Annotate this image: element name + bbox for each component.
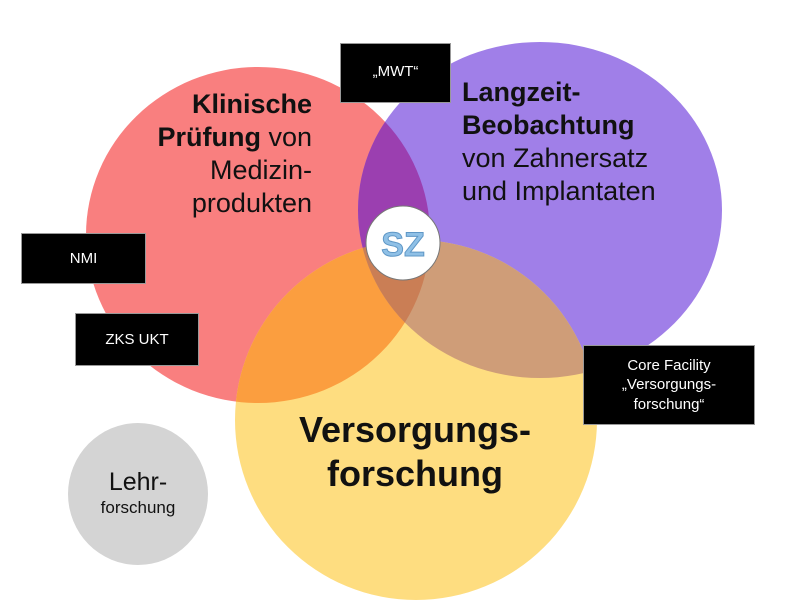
label-klinische-pruefung: Klinische Prüfung von Medizin- produkten: [157, 89, 312, 218]
overlap-red-yellow: [235, 240, 430, 403]
box-mwt: „MWT“: [340, 43, 451, 103]
label-lehrforschung: Lehr- forschung: [100, 468, 176, 517]
label-versorgungsforschung: Versorgungs- forschung: [298, 409, 532, 494]
label-langzeit-beobachtung: Langzeit- Beobachtung von Zahnersatz und…: [462, 77, 656, 206]
box-zks-ukt: ZKS UKT: [75, 313, 199, 366]
overlap-purple-yellow: [358, 240, 597, 378]
circle-lehrforschung: [68, 423, 208, 565]
box-core-facility: Core Facility „Versorgungs- forschung“: [583, 345, 755, 425]
sz-logo: SZ: [381, 226, 424, 264]
sz-logo-circle: [365, 205, 441, 281]
box-nmi: NMI: [21, 233, 146, 284]
